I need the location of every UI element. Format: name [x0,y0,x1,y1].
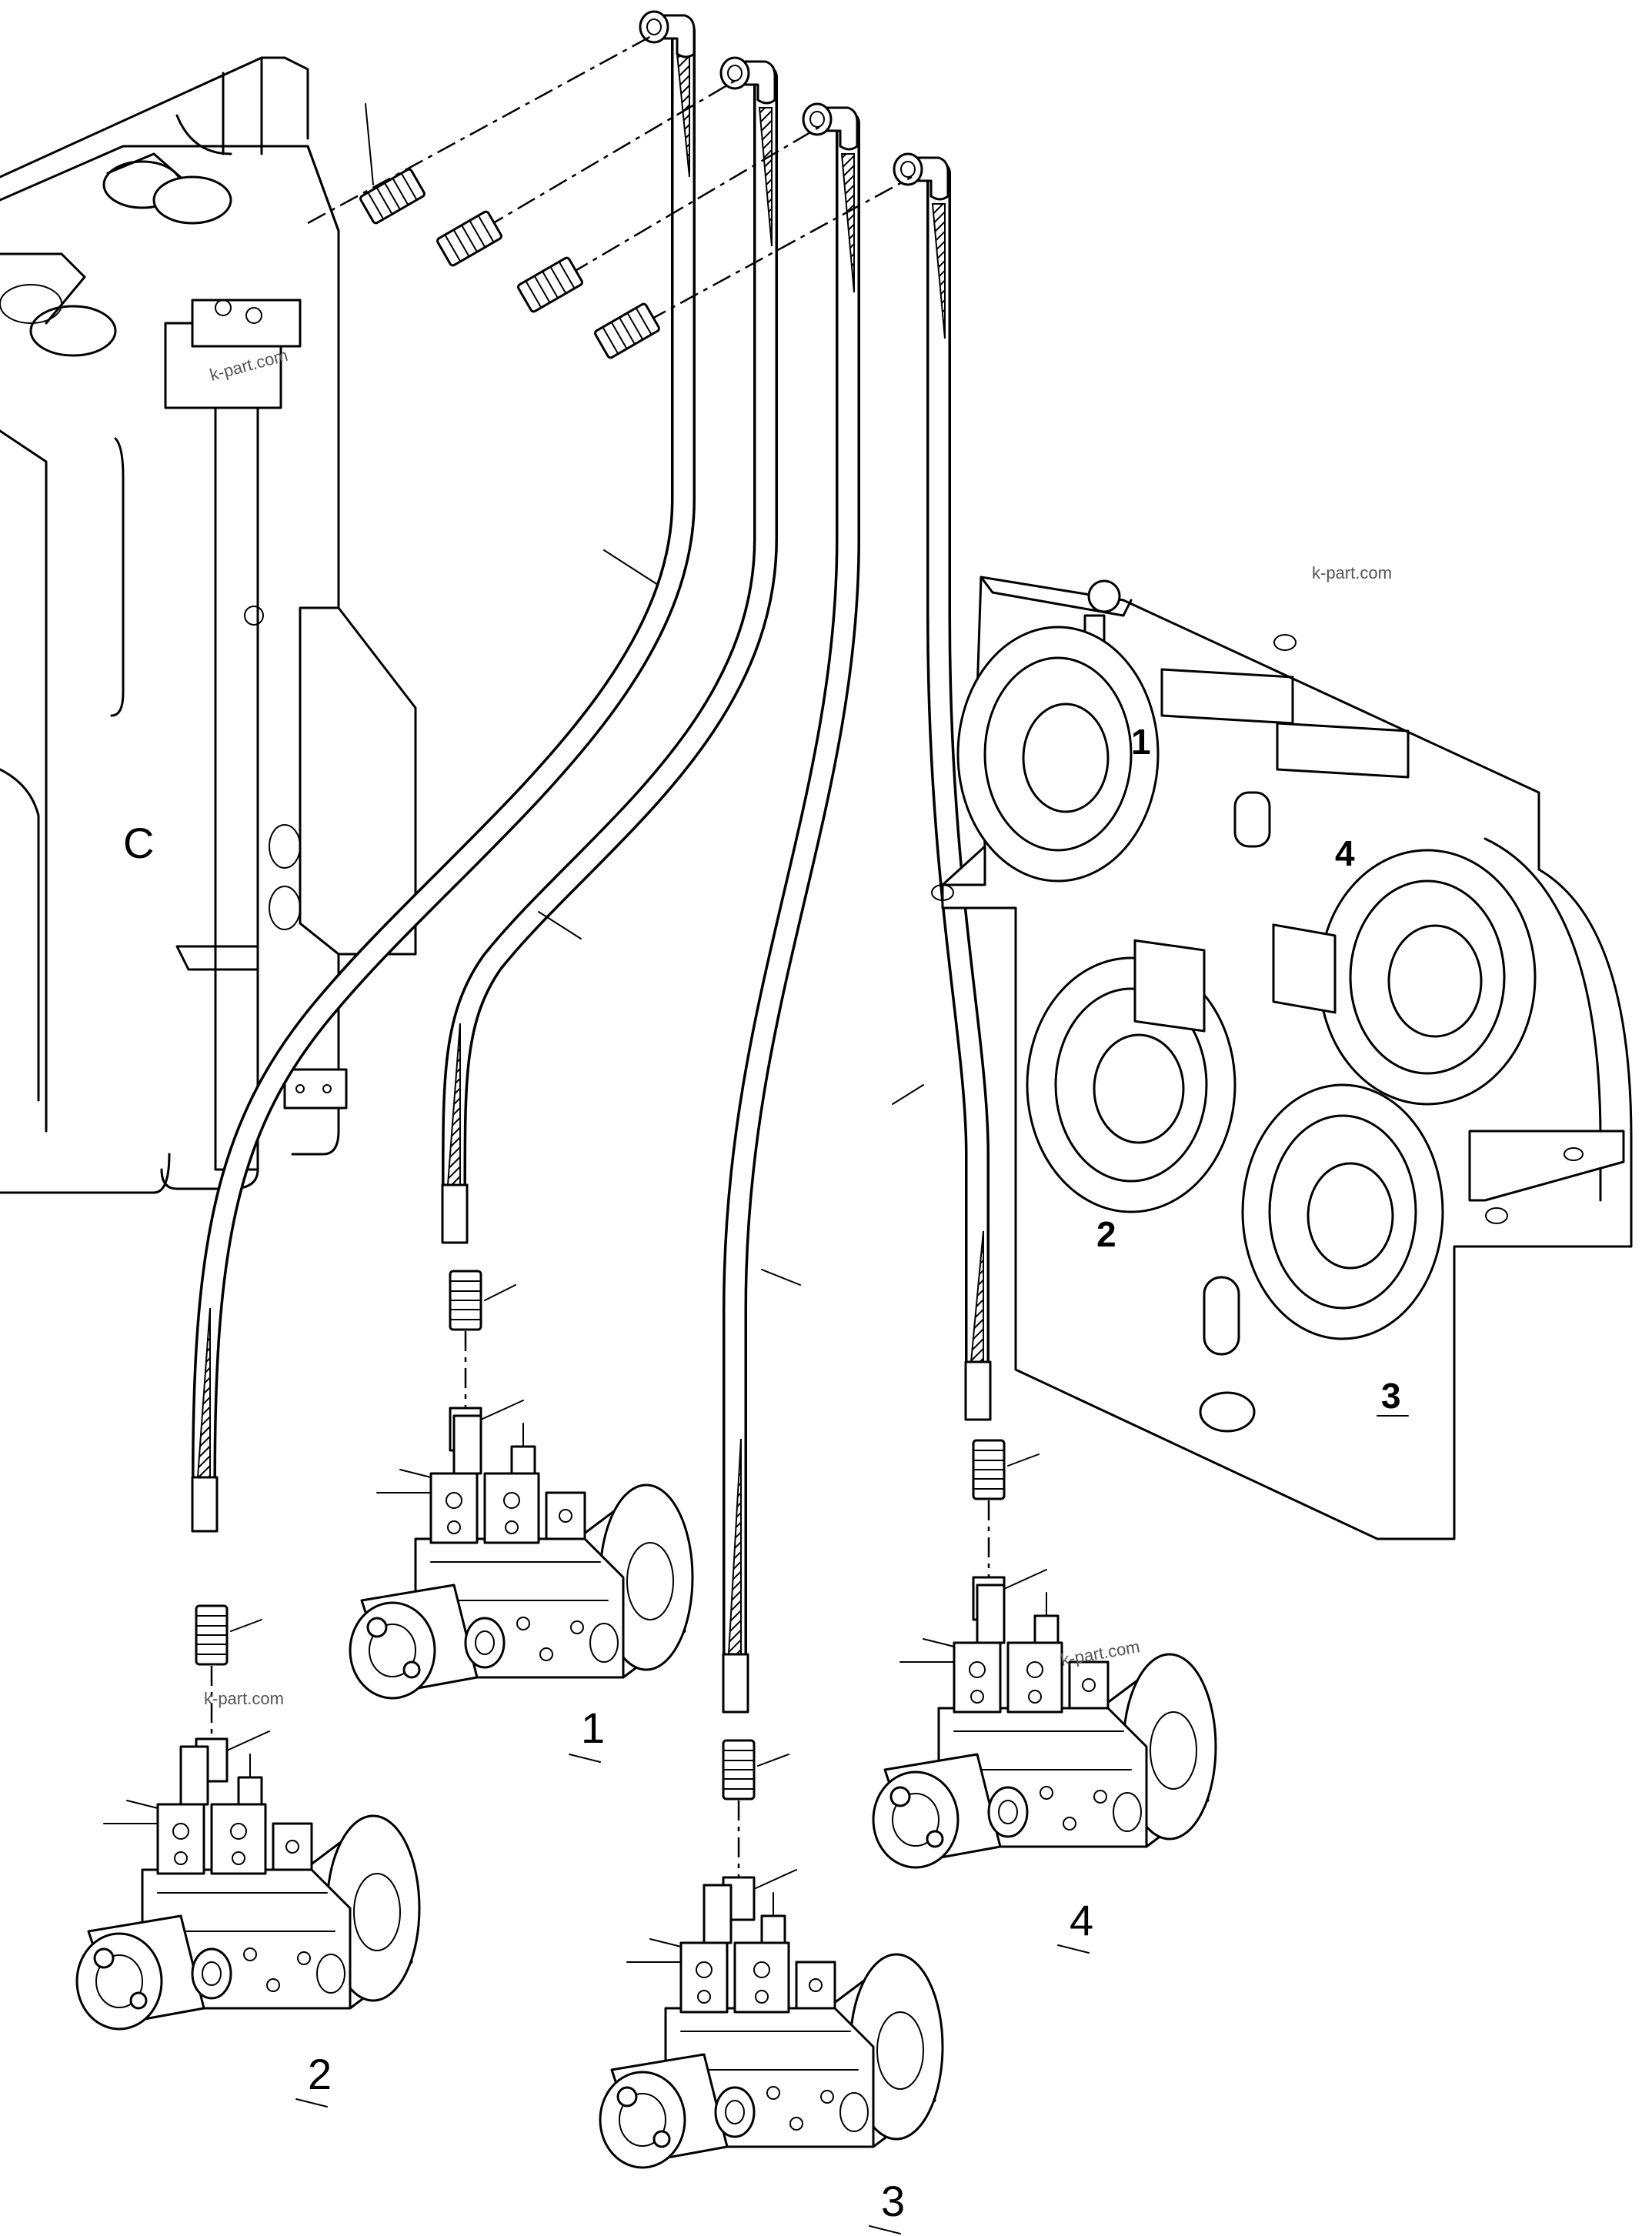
pump-1-label: 1 [581,1704,605,1752]
pump-3 [599,1884,944,2169]
hose-1 [441,65,778,1244]
gearbox [931,576,1633,1540]
pump-4-underline [1057,1944,1090,1954]
watermark: k-part.com [1312,563,1392,582]
pump-3-underline [869,2225,901,2234]
elbow-fitting [893,152,949,201]
pump-4 [872,1584,1217,1869]
pump-2-label: 2 [308,2050,332,2098]
elbow-fitting [802,102,859,151]
hose-4 [926,161,992,1421]
gearbox-port-2-label: 2 [1096,1214,1116,1254]
leader-lines [538,549,924,1286]
pump-2 [75,1745,421,2031]
hose-2 [191,18,696,1533]
elbow-fitting [719,56,776,105]
pump-3-label: 3 [881,2177,905,2225]
watermark: k-part.com [204,1689,284,1708]
hose-3 [722,111,860,1714]
gearbox-port-4-label: 4 [1335,833,1355,873]
gearbox-port-3-label: 3 [1381,1376,1401,1416]
gearbox-port-1-label: 1 [1131,722,1151,762]
pump-1 [349,1414,694,1700]
svg-text:C: C [123,819,154,867]
frame-structure: C [0,56,417,1194]
tank-adapters [307,33,913,360]
pump-2-underline [295,2098,328,2108]
pump-1-underline [569,1754,601,1763]
pump-4-label: 4 [1070,1896,1093,1944]
elbow-fitting [639,10,696,58]
